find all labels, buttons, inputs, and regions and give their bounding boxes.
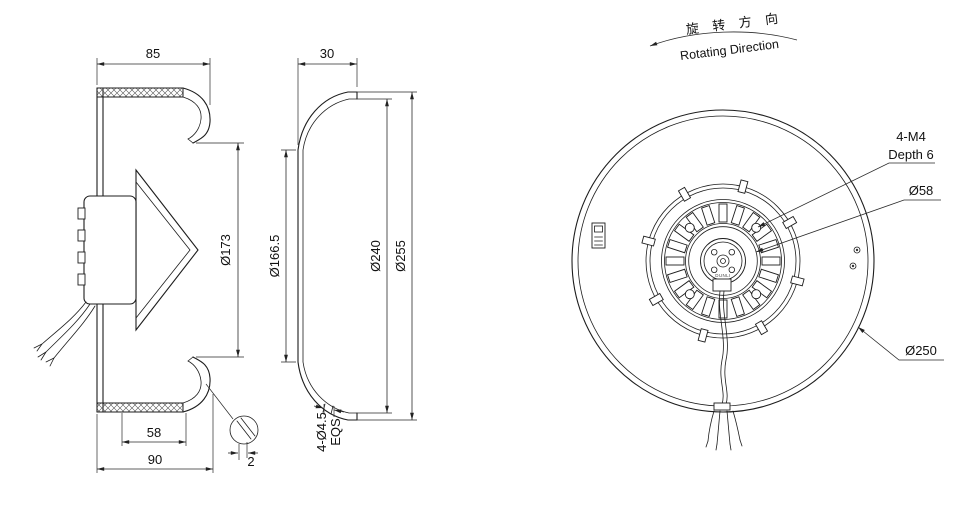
ext-90 [96,394,214,473]
outer-circle [571,109,875,413]
motor-body [83,195,137,305]
detail-balloon: 2 [205,383,259,469]
rotating-direction: 旋 转 方 向 Rotating Direction [649,10,798,63]
label-d58: Ø58 [909,183,934,198]
arrow-hole-right [333,409,345,414]
ring-inner-profile [302,98,358,414]
dim-holes-eqs: EQS [328,418,343,446]
rotating-direction-cn: 旋 转 方 向 [685,10,784,37]
bell-lip-bottom [187,356,194,362]
motor-rib [77,251,86,264]
ring-section-view: 30 Ø166.5 Ø240 Ø255 4-Ø4.5 EQS [267,46,417,452]
blade-ring-outer [661,199,785,323]
rotation-arrow [649,31,798,47]
dim-58: 58 [147,425,161,440]
terminal-block [712,278,732,292]
ext-d166 [281,149,296,363]
callout-d250: Ø250 [857,326,944,361]
dim-30: 30 [320,46,334,61]
dim-d240: Ø240 [368,240,383,272]
ext-d255 [357,91,417,421]
callout-m4: 4-M4 Depth 6 [757,129,935,228]
d58-circle [688,226,758,296]
hub-brand-label: DUNLI [715,273,731,278]
dim-d255: Ø255 [393,240,408,272]
hub-bolt-holes [711,248,735,273]
leader-m4 [757,162,935,228]
hub-outer-circle [685,223,761,299]
ring-outer-profile [297,91,358,421]
dim-85: 85 [146,46,160,61]
rotating-direction-en: Rotating Direction [679,37,779,63]
leader-d58 [755,199,941,253]
label-depth6: Depth 6 [888,147,934,162]
bell-lip-top [187,138,194,144]
ext-30 [297,58,358,145]
dim-2: 2 [247,454,254,469]
inlet-bell-top-inner [182,96,202,140]
motor-rib [77,229,86,242]
dim-90: 90 [148,452,162,467]
top-shroud-hatch [96,87,184,98]
label-sticker [591,222,606,249]
arrow-hole-left [313,404,324,409]
side-view: 85 Ø173 58 90 2 [33,46,259,473]
label-4m4: 4-M4 [896,129,926,144]
leader-d250 [857,326,944,361]
m4-holes [684,222,762,300]
inlet-bell-bottom-inner [182,360,202,404]
hub-center-hole [716,254,730,268]
motor-rib [77,273,86,286]
label-d250: Ø250 [905,343,937,358]
motor-rib [77,207,86,220]
rotor-cone-inner [135,181,191,319]
dim-d173: Ø173 [218,234,233,266]
inlet-bell-bottom-outer [182,356,211,413]
lead-wires [33,301,96,367]
cable [705,278,743,451]
bottom-shroud-hatch [96,402,184,413]
ext-d173 [196,142,244,358]
blade-ring-outer2 [664,202,782,320]
dim-holes-count: 4-Ø4.5 [314,412,329,452]
rivets [849,246,861,270]
dim-d166-5: Ø166.5 [267,235,282,278]
ext-85 [96,58,211,105]
hub-center-dot [720,258,726,264]
front-view: DUNLI 旋 转 方 向 Rotating Direction [571,10,944,451]
cable-collar [713,402,731,411]
callout-d58: Ø58 [755,183,941,253]
inlet-bell-top-outer [182,87,211,144]
